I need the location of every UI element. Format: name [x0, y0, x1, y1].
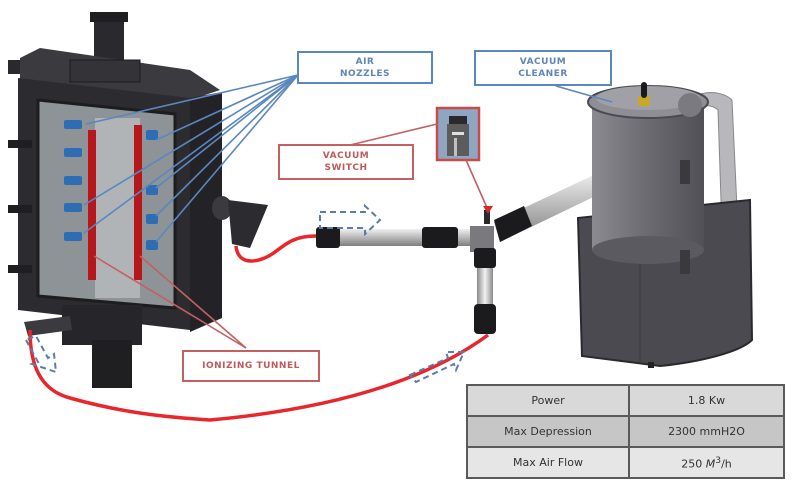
ionizing-bar-left — [88, 130, 96, 280]
spec-row-power: Power 1.8 Kw — [466, 384, 785, 417]
ionizing-tunnel-label: IONIZING TUNNEL — [202, 361, 300, 371]
flow-arrow-diagonal — [408, 351, 466, 384]
ionizing-tunnel-callout: IONIZING TUNNEL — [182, 350, 320, 382]
ionizing-machine — [8, 12, 268, 388]
spec-value-tail: /h — [721, 457, 732, 471]
machine-bottom-outlet — [24, 316, 72, 336]
vacuum-switch-image — [435, 106, 481, 162]
vacuum-switch-arrowhead — [483, 206, 493, 214]
spec-value-unit: M — [705, 457, 716, 471]
vacuum-cleaner-leader-line — [555, 85, 613, 103]
spec-row-max-depression: Max Depression 2300 mmH2O — [466, 415, 785, 448]
spec-table: Power 1.8 Kw Max Depression 2300 mmH2O M… — [466, 384, 785, 479]
vacuum-lid-knob — [638, 96, 650, 106]
spec-label: Power — [466, 384, 630, 417]
ionizing-tunnel-leader-lines — [93, 255, 247, 349]
vacuum-switch-callout: VACUUM SWITCH — [278, 144, 414, 180]
spec-label: Max Air Flow — [466, 446, 630, 479]
vacuum-cleaner — [576, 82, 754, 368]
vacuum-cleaner-callout: VACUUM CLEANER — [474, 50, 612, 86]
air-nozzles-label: AIR NOZZLES — [339, 56, 391, 79]
spec-row-max-air-flow: Max Air Flow 250 M3/h — [466, 446, 785, 479]
flow-arrow-horizontal — [319, 203, 382, 237]
spec-value-exponent: 3 — [715, 454, 722, 466]
pipe-system — [316, 165, 622, 334]
vacuum-switch-label: VACUUM SWITCH — [322, 151, 370, 173]
spec-value: 2300 mmH2O — [628, 415, 785, 448]
flow-arrows — [24, 203, 466, 384]
air-nozzles-leader-lines — [83, 74, 299, 243]
vacuum-switch-leader-lines — [345, 123, 489, 211]
machine-side-outlet — [212, 196, 268, 248]
spec-value: 1.8 Kw — [628, 384, 785, 417]
air-nozzles-callout: AIR NOZZLES — [297, 51, 433, 84]
spec-label: Max Depression — [466, 415, 630, 448]
spec-value: 250 M3/h — [628, 446, 785, 479]
ionizing-bar-right — [134, 125, 142, 280]
spec-value-number: 250 — [681, 457, 706, 471]
air-nozzles — [64, 120, 158, 250]
hose-side — [234, 234, 317, 263]
vacuum-cleaner-label: VACUUM CLEANER — [518, 57, 568, 79]
vacuum-switch-port — [484, 210, 490, 224]
hose-bottom — [28, 329, 490, 422]
flow-arrow-bottom — [24, 334, 58, 374]
tee-connector — [470, 226, 494, 252]
horizontal-pipe — [316, 229, 486, 246]
